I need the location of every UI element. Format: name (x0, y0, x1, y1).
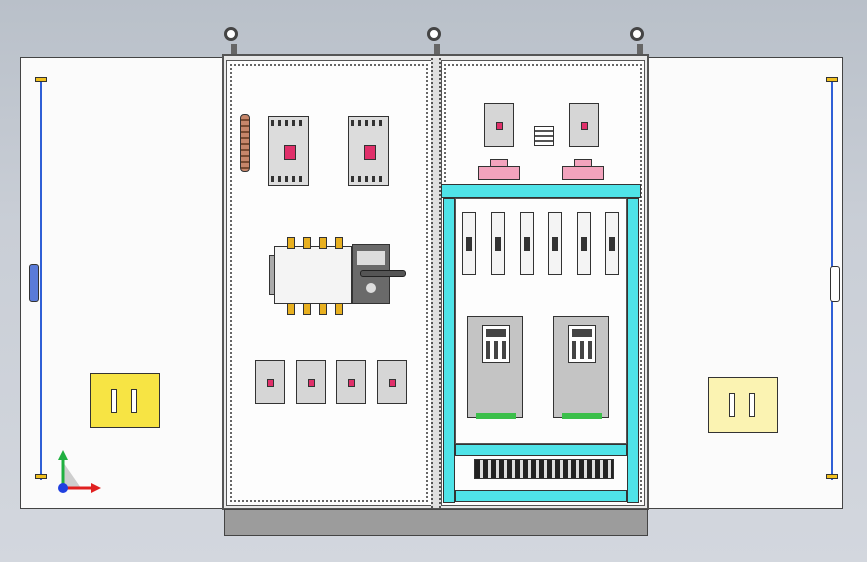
terminal-strip (474, 459, 614, 479)
vfd-1-keypad[interactable] (482, 325, 510, 363)
control-relay (534, 126, 554, 146)
fuse-holder-3[interactable] (520, 212, 534, 275)
branch-breaker-1[interactable] (255, 360, 285, 404)
inner-panel-outline (455, 198, 627, 444)
eyebolt-right (630, 27, 644, 41)
left-door-rod-cap-bottom (35, 474, 47, 479)
ground-busbar (240, 114, 250, 172)
terminal-block-1-top (490, 159, 508, 167)
left-door (20, 57, 223, 509)
left-door-handle[interactable] (29, 264, 39, 302)
din-rail-mid (455, 444, 627, 456)
center-divider (431, 58, 441, 508)
left-door-rod-cap-top (35, 77, 47, 82)
left-panel-perforation (230, 64, 428, 502)
lock-slot (111, 389, 117, 413)
fuse-holder-4[interactable] (548, 212, 562, 275)
lock-slot (749, 393, 755, 417)
left-door-lock[interactable] (90, 373, 160, 428)
transfer-switch-body (269, 237, 352, 315)
eyebolt-center (427, 27, 441, 41)
left-door-rod (40, 80, 42, 480)
transfer-switch-handle[interactable] (360, 270, 406, 277)
right-door-rod-cap-bottom (826, 474, 838, 479)
main-breaker-1[interactable] (268, 116, 309, 186)
eyebolt-center-stem (434, 44, 440, 56)
din-rail-right (627, 198, 639, 503)
fuse-holder-1[interactable] (462, 212, 476, 275)
eyebolt-left (224, 27, 238, 41)
fuse-holder-6[interactable] (605, 212, 619, 275)
terminal-block-2-top (574, 159, 592, 167)
control-breaker-1[interactable] (484, 103, 514, 147)
lock-slot (131, 389, 137, 413)
axis-triad (58, 450, 101, 493)
terminal-block-1 (478, 166, 520, 180)
right-door (648, 57, 843, 509)
din-rail-top (441, 184, 641, 198)
eyebolt-left-stem (231, 44, 237, 56)
vfd-1 (467, 316, 523, 419)
right-door-handle[interactable] (830, 266, 840, 302)
eyebolt-right-stem (637, 44, 643, 56)
lock-slot (729, 393, 735, 417)
main-breaker-2[interactable] (348, 116, 389, 186)
branch-breaker-3[interactable] (336, 360, 366, 404)
din-rail-bottom (455, 490, 627, 502)
right-door-lock[interactable] (708, 377, 778, 433)
cabinet-plinth (224, 509, 648, 536)
vfd-2-keypad[interactable] (568, 325, 596, 363)
fuse-holder-2[interactable] (491, 212, 505, 275)
right-door-rod-cap-top (826, 77, 838, 82)
vfd-2 (553, 316, 609, 419)
fuse-holder-5[interactable] (577, 212, 591, 275)
control-breaker-2[interactable] (569, 103, 599, 147)
terminal-block-2 (562, 166, 604, 180)
branch-breaker-4[interactable] (377, 360, 407, 404)
din-rail-left (443, 198, 455, 503)
branch-breaker-2[interactable] (296, 360, 326, 404)
